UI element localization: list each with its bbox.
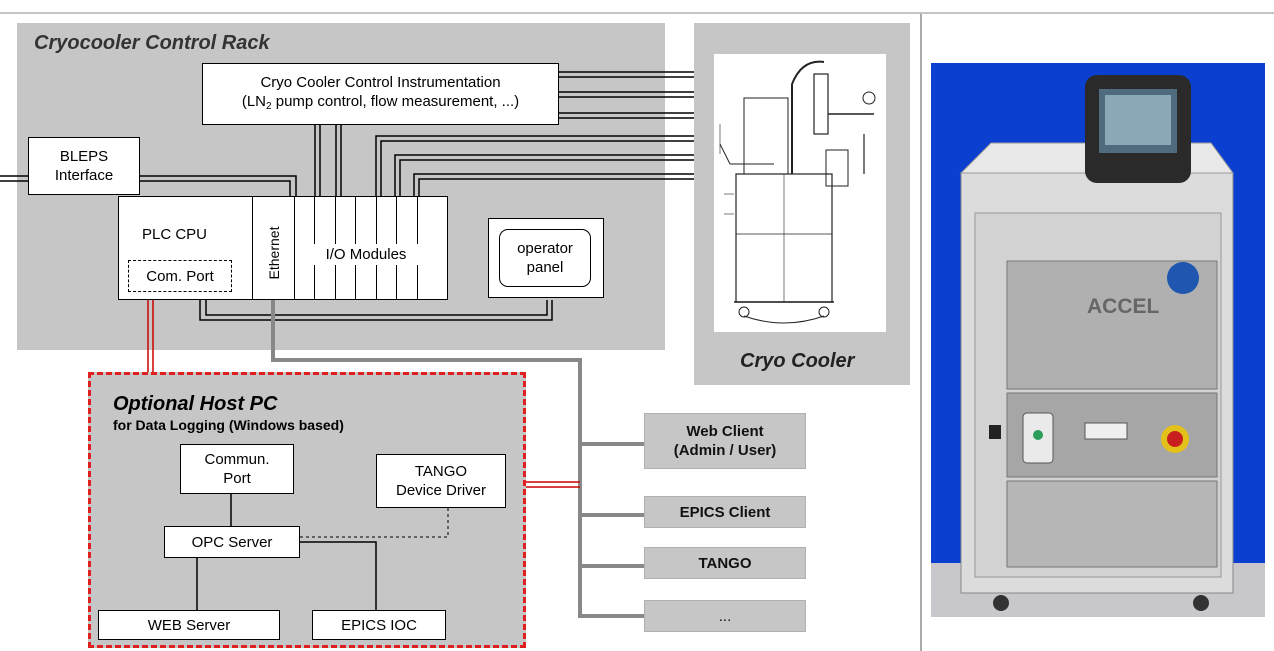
commun-port-box: Commun. Port [180,444,294,494]
cabinet-photo: ACCEL [931,63,1265,617]
operator-panel-box: operator panel [499,229,591,287]
tango-driver-box: TANGO Device Driver [376,454,506,508]
epics-client-box: EPICS Client [644,496,806,528]
more-clients-box: ... [644,600,806,632]
plc-cpu-label: PLC CPU [142,226,208,243]
io-modules-label: I/O Modules [311,244,421,265]
web-server-box: WEB Server [98,610,280,640]
bleps-line1: BLEPS [59,148,109,165]
commun-port-line1: Commun. [204,451,270,468]
host-pc-title: Optional Host PC [113,393,278,415]
commun-port-line2: Port [223,470,251,487]
web-client-line2: (Admin / User) [673,442,777,459]
instrumentation-line2: (LN2 pump control, flow measurement, ...… [241,92,520,112]
com-port-box: Com. Port [128,260,232,292]
operator-panel-line2: panel [526,259,564,276]
ethernet-divider [252,196,253,300]
web-client-line1: Web Client [686,423,764,440]
tango-driver-line1: TANGO [414,463,468,480]
control-rack-title: Cryocooler Control Rack [34,32,270,54]
tango-driver-line2: Device Driver [395,482,486,499]
host-pc-region [88,372,526,648]
bleps-interface-box: BLEPS Interface [28,137,140,195]
operator-panel-line1: operator [517,240,573,257]
bleps-line2: Interface [54,167,114,184]
epics-ioc-box: EPICS IOC [312,610,446,640]
cryo-cooler-sketch [719,60,876,324]
accel-brand: ACCEL [1087,295,1160,318]
tango-client-box: TANGO [644,547,806,579]
instrumentation-box: Cryo Cooler Control Instrumentation (LN2… [202,63,559,125]
instrumentation-line1: Cryo Cooler Control Instrumentation [260,73,501,91]
host-pc-subtitle: for Data Logging (Windows based) [113,417,344,433]
ethernet-label: Ethernet [266,226,282,280]
cabinet-illustration [931,75,1265,617]
opc-server-box: OPC Server [164,526,300,558]
cryo-cooler-drawing [714,54,886,332]
web-client-box: Web Client (Admin / User) [644,413,806,469]
ethernet-divider-2 [294,196,295,300]
cryo-cooler-title: Cryo Cooler [740,350,855,372]
